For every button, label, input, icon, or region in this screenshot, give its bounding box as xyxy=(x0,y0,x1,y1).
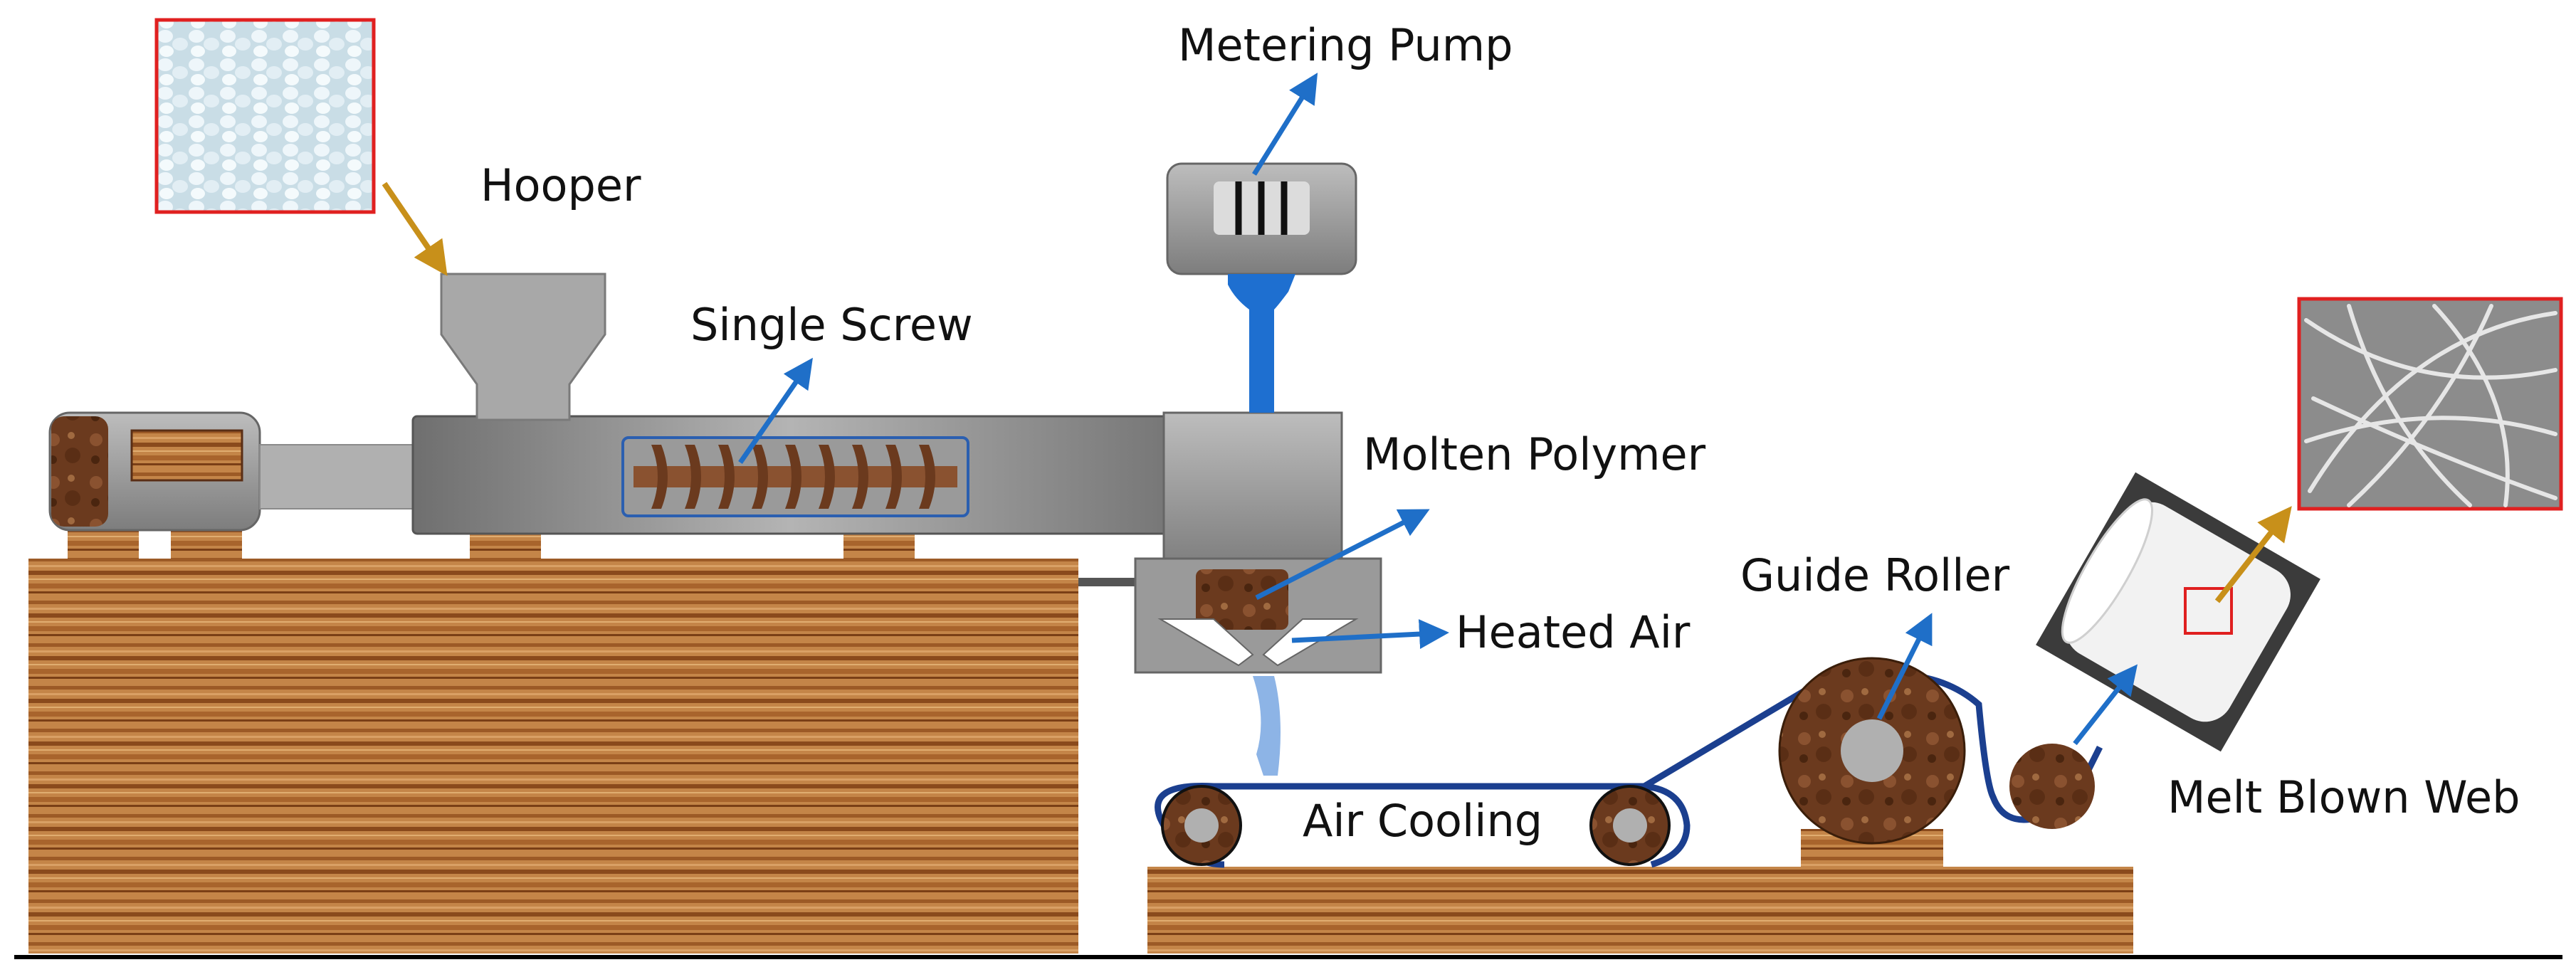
cooling-roller-left-hub xyxy=(1184,808,1219,843)
guide-roller-hub xyxy=(1841,719,1903,782)
motor-cap xyxy=(51,416,108,527)
label-guide-roller: Guide Roller xyxy=(1740,549,2010,601)
pellet-inset xyxy=(154,18,376,214)
web-sample-marker xyxy=(2184,587,2233,635)
motor-window xyxy=(130,429,243,482)
label-hopper: Hooper xyxy=(480,159,641,211)
polymer-chamber xyxy=(1196,569,1288,630)
air-knife-left xyxy=(1157,618,1254,667)
label-molten-polymer: Molten Polymer xyxy=(1363,428,1706,480)
air-arrow xyxy=(1291,619,1449,650)
label-air-cooling: Air Cooling xyxy=(1303,795,1542,847)
label-melt-blown-web: Melt Blown Web xyxy=(2167,771,2520,823)
label-metering-pump: Metering Pump xyxy=(1178,19,1513,71)
drive-shaft xyxy=(259,444,417,509)
collector-base xyxy=(1147,867,2133,954)
cooling-roller-right-hub xyxy=(1613,808,1647,843)
label-single-screw: Single Screw xyxy=(690,299,973,351)
support-block xyxy=(68,527,139,561)
polymer-arrow xyxy=(1255,509,1430,601)
label-heated-air: Heated Air xyxy=(1456,606,1691,658)
roller-arrow xyxy=(1876,613,1933,720)
extruder-base xyxy=(28,559,1078,954)
air-knife-right xyxy=(1262,618,1359,667)
web-arrow xyxy=(2073,664,2138,746)
pump-outlet xyxy=(1228,274,1295,413)
support-block xyxy=(171,527,242,561)
die-head xyxy=(1162,411,1343,571)
hopper xyxy=(440,273,606,421)
melt-blown-roll xyxy=(2036,472,2320,752)
fiber-inset xyxy=(2297,297,2563,511)
wind-up-roller xyxy=(2009,744,2095,829)
screw-arrow xyxy=(738,357,813,464)
pump-arrow xyxy=(1252,73,1318,176)
pump-gear-teeth xyxy=(1235,181,1288,235)
screw-flights xyxy=(651,445,935,509)
fiber-arrow xyxy=(2214,506,2292,603)
pellet-arrow xyxy=(382,181,448,276)
feed-pipe xyxy=(1078,578,1150,586)
fiber-stream xyxy=(1253,676,1281,776)
